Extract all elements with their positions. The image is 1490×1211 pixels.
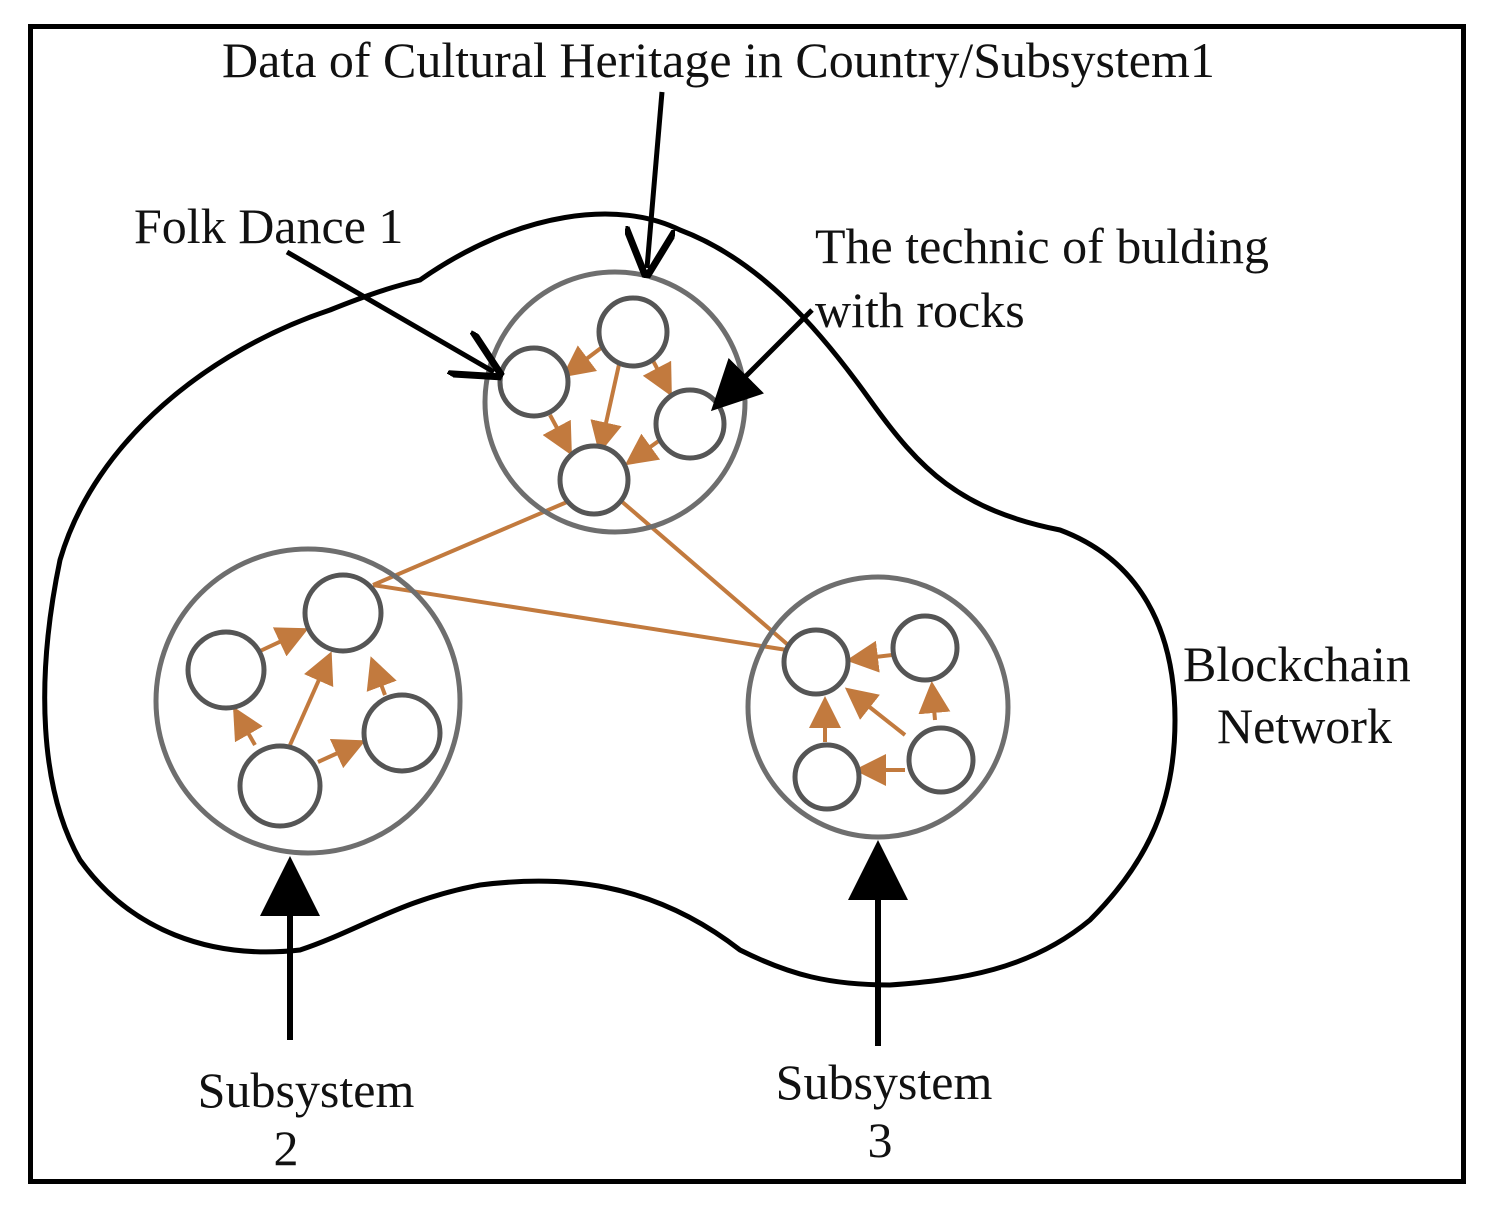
technic-label-line1: The technic of bulding	[815, 218, 1270, 274]
blockchain-label-line1: Blockchain	[1183, 636, 1411, 692]
inter-subsystem-links	[372, 498, 789, 652]
top-title-label: Data of Cultural Heritage in Country/Sub…	[222, 32, 1215, 88]
subsystem-2-cluster	[153, 546, 463, 856]
folk-dance-label: Folk Dance 1	[134, 198, 404, 254]
technic-label-line2: with rocks	[815, 282, 1025, 338]
diagram-frame	[28, 24, 1466, 1184]
subsystem-2-label-line2: 2	[273, 1120, 299, 1176]
arrow-folk-dance	[285, 249, 494, 372]
subsystem-1-cluster	[482, 269, 748, 535]
blockchain-network-outline	[42, 211, 1178, 988]
subsystem-3-label-line2: 3	[867, 1112, 893, 1168]
subsystem-3-cluster	[745, 574, 1011, 840]
subsystem-2-label-line1: Subsystem	[197, 1062, 415, 1118]
arrow-technic	[710, 308, 814, 412]
blockchain-label-line2: Network	[1217, 698, 1392, 754]
subsystem-3-label-line1: Subsystem	[775, 1054, 993, 1110]
arrow-top-title	[647, 91, 662, 268]
